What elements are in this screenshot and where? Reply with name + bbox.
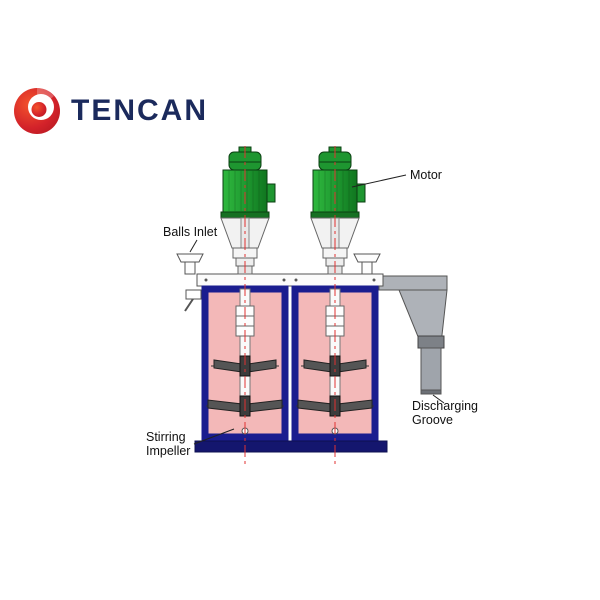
label-stirring-impeller-line1: Stirring [146,430,186,444]
motor-left [220,146,276,275]
balls-inlet-right [353,253,381,275]
tank-lid [196,273,384,287]
impeller-upper-left [211,355,279,377]
label-balls-inlet: Balls Inlet [163,225,218,239]
leader-line-stirring-impeller [193,428,235,445]
side-valve [184,289,202,312]
discharging-groove [420,347,442,395]
leader-line-discharging-groove [432,394,445,404]
leader-line-motor [351,174,407,188]
base-frame [194,440,388,453]
balls-inlet-left [176,253,204,275]
leader-line-balls-inlet [189,239,198,253]
discharge-chute [378,275,448,395]
impeller-upper-right [301,355,369,377]
logo-text: TENCAN [71,94,208,127]
label-discharging-groove-line1: Discharging [412,399,478,413]
label-stirring-impeller-line2: Impeller [146,444,190,458]
label-discharging-groove-line2: Groove [412,413,453,427]
label-motor: Motor [410,168,442,182]
brand-logo: TENCAN [12,86,208,136]
tencan-swirl-icon [14,88,60,134]
